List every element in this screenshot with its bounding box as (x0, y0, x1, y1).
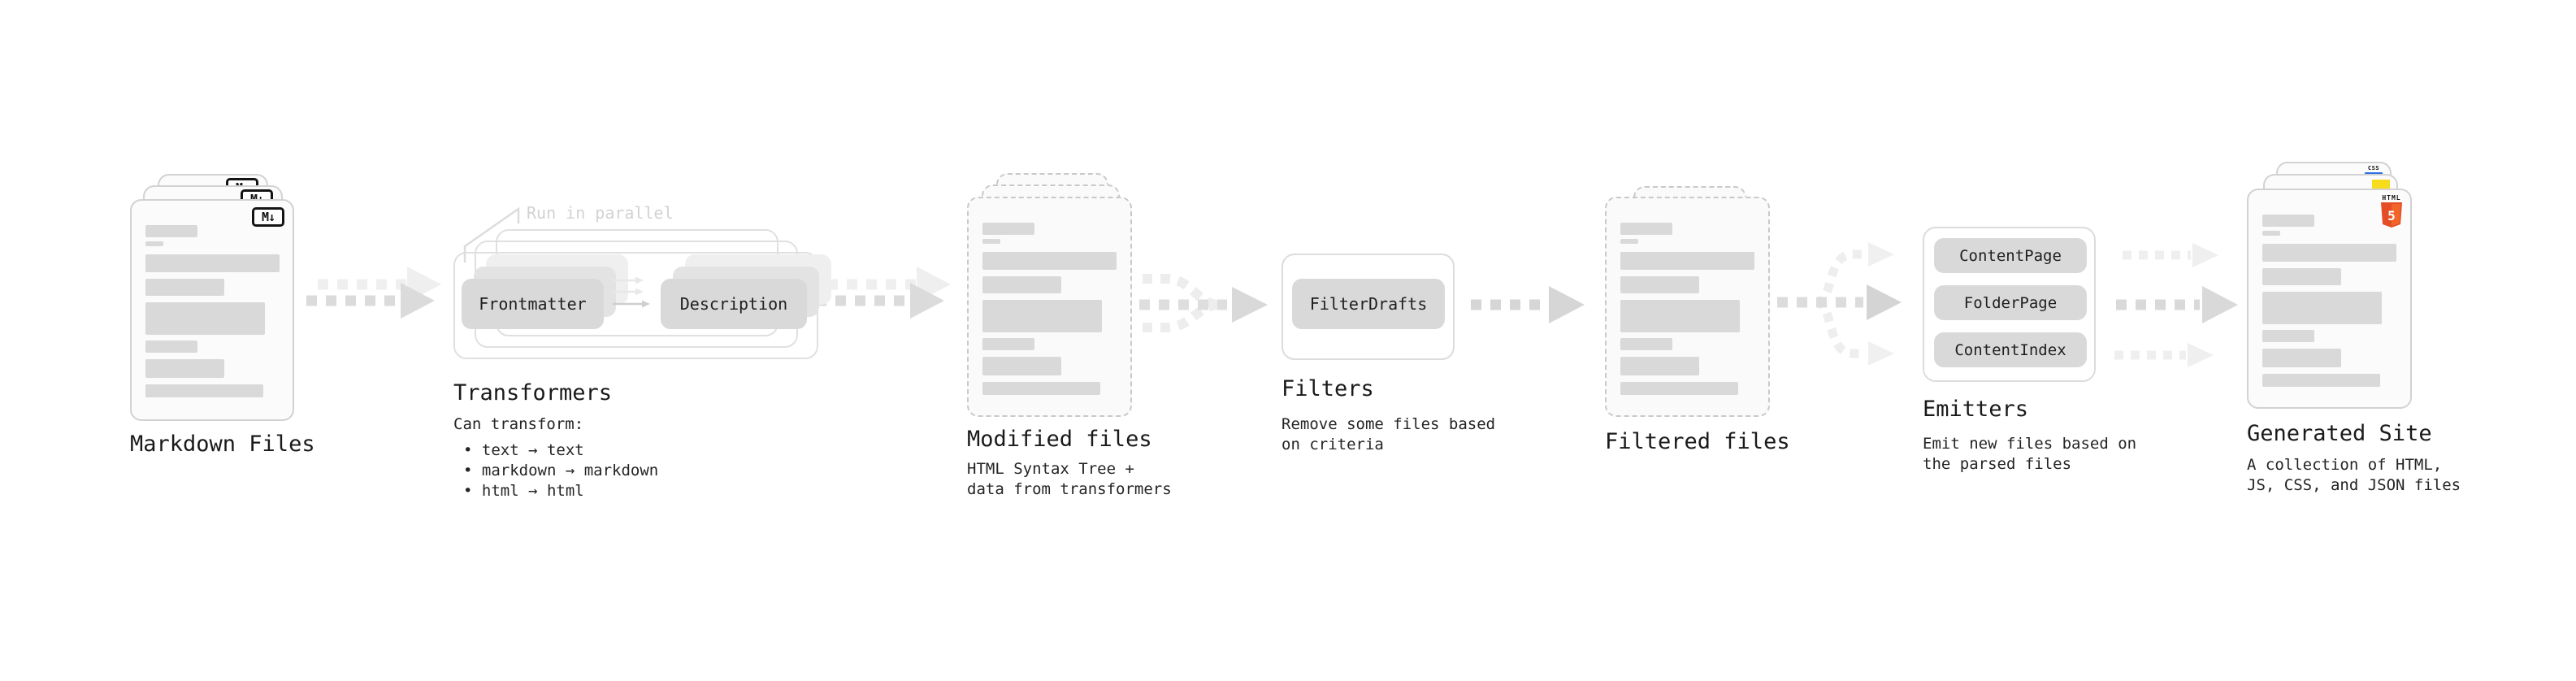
text-line-bar (145, 384, 263, 397)
text-line-bar (1620, 252, 1754, 270)
filters-frame (1281, 254, 1455, 360)
text-line-bar (982, 357, 1061, 375)
text-line-bar (1620, 338, 1672, 350)
filters-label: Filters (1281, 376, 1374, 401)
arrow-filters-to-filtered (1471, 286, 1585, 323)
filters-desc: Remove some files based (1281, 415, 1496, 433)
text-line-bar (1620, 300, 1740, 332)
arrow-contentindex-to-site (2114, 343, 2214, 367)
filtered-file-card-front (1605, 197, 1770, 417)
html5-icon: HTML 5 (2380, 195, 2403, 228)
emitters-desc: the parsed files (1923, 455, 2072, 473)
folderpage-node: FolderPage (1934, 285, 2087, 320)
modified-files-desc: HTML Syntax Tree + (967, 460, 1134, 478)
markdown-file-card-front: M↓ (130, 199, 294, 421)
text-line-bar (982, 300, 1102, 332)
generated-site-label: Generated Site (2247, 421, 2432, 446)
filtered-files-label: Filtered files (1605, 429, 1790, 454)
transformers-bullet: • markdown → markdown (463, 462, 659, 479)
emitters-desc: Emit new files based on (1923, 435, 2137, 453)
text-line-bar (982, 239, 1000, 244)
frontmatter-node: Frontmatter (462, 279, 604, 329)
contentindex-node: ContentIndex (1934, 332, 2087, 367)
js-icon (2372, 180, 2390, 190)
text-line-bar (2262, 349, 2341, 367)
text-line-bar (145, 225, 197, 237)
transformers-desc-title: Can transform: (453, 415, 584, 433)
text-line-bar (2262, 268, 2341, 285)
css-icon: CSS (2365, 166, 2383, 175)
arrow-markdown-to-transformers (306, 267, 441, 319)
svg-text:5: 5 (2387, 208, 2396, 223)
text-line-bar (145, 302, 265, 335)
text-line-bar (2262, 231, 2280, 236)
arrow-folderpage-to-site (2116, 286, 2238, 323)
generated-site-desc: A collection of HTML, (2247, 456, 2443, 474)
text-line-bar (982, 223, 1034, 235)
transformers-bullet: • text → text (463, 441, 584, 459)
arrow-modified-to-filters (1139, 274, 1268, 332)
filterdrafts-node: FilterDrafts (1292, 279, 1445, 329)
text-line-bar (1620, 223, 1672, 235)
arrow-filtered-to-emitters (1777, 242, 1902, 366)
text-line-bar (1620, 276, 1699, 293)
text-line-bar (145, 241, 163, 246)
text-line-bar (2262, 215, 2314, 227)
contentpage-node: ContentPage (1934, 238, 2087, 273)
markdown-files-label: Markdown Files (130, 432, 315, 457)
transformers-label: Transformers (453, 380, 613, 406)
arrow-contentpage-to-site (2123, 243, 2218, 267)
text-line-bar (982, 252, 1117, 270)
generated-site-desc: JS, CSS, and JSON files (2247, 476, 2461, 494)
emitters-frame (1923, 227, 2096, 382)
text-line-bar (145, 340, 197, 353)
modified-file-card-front (967, 197, 1132, 417)
modified-files-label: Modified files (967, 427, 1152, 452)
text-line-bar (1620, 357, 1699, 375)
text-line-bar (1620, 239, 1638, 244)
parallel-arrows-icon (613, 276, 650, 308)
arrow-transformers-to-modified (816, 267, 951, 319)
text-line-bar (982, 382, 1100, 395)
text-line-bar (982, 338, 1034, 350)
filters-desc: on criteria (1281, 436, 1384, 453)
text-line-bar (2262, 292, 2382, 324)
description-node: Description (661, 279, 807, 329)
text-line-bar (145, 359, 224, 378)
text-line-bar (2262, 330, 2314, 342)
text-line-bar (2262, 374, 2380, 387)
run-in-parallel-note: Run in parallel (527, 203, 674, 223)
text-line-bar (982, 276, 1061, 293)
text-line-bar (2262, 244, 2396, 262)
text-line-bar (1620, 382, 1738, 395)
text-line-bar (145, 254, 280, 272)
transformers-bullet: • html → html (463, 482, 584, 500)
emitters-label: Emitters (1923, 397, 2029, 422)
text-line-bar (145, 279, 224, 296)
modified-files-desc: data from transformers (967, 480, 1172, 498)
site-file-card-html: HTML 5 (2247, 189, 2412, 409)
markdown-icon: M↓ (252, 207, 284, 227)
